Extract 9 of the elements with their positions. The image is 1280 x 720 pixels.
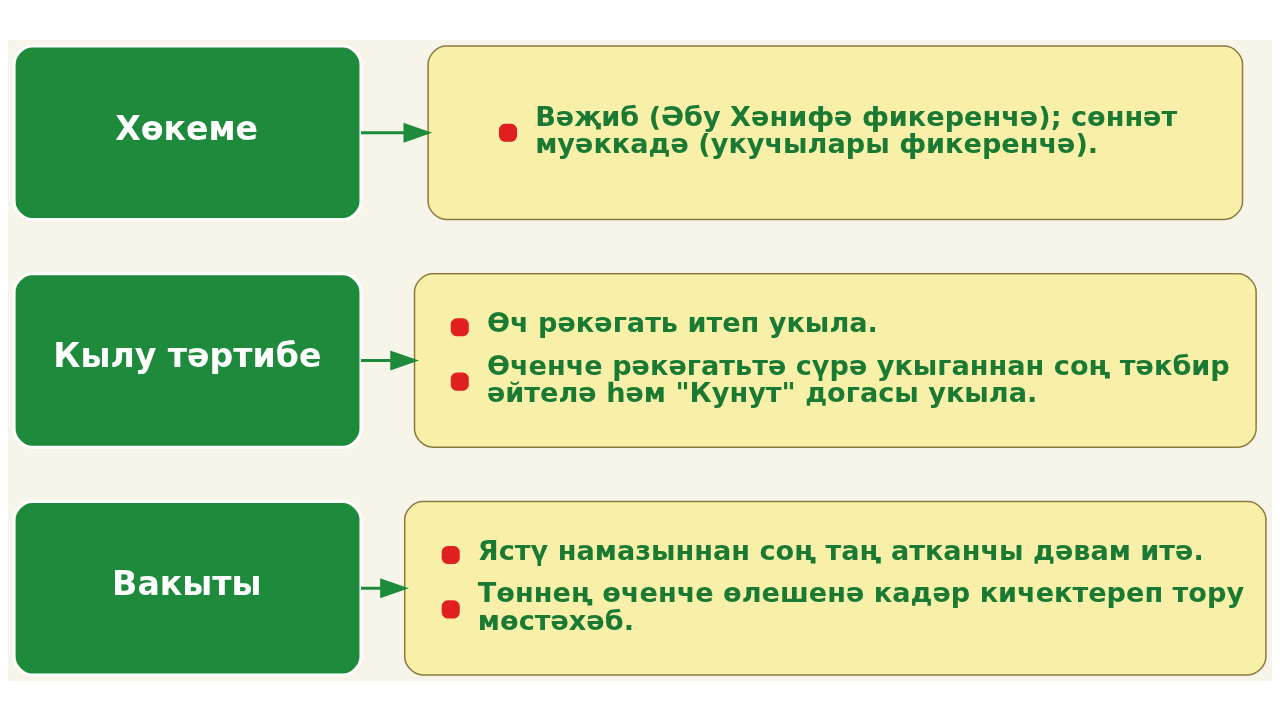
node-box: Ястү намазыннан соң таң атканчы дәвам итә. Төннең өченче өлешенә кадәр кичектереп тору мөстәхәб. <box>403 500 1267 676</box>
node-box: Кылу тәртибе <box>12 271 363 449</box>
node-box: Вәҗиб (Әбу Хәнифә фикеренчә); сөннәт муәккадә (укучылары фикеренчә). <box>427 44 1244 220</box>
arrow <box>361 577 409 598</box>
node-box: Хөкеме <box>12 44 363 221</box>
arrow <box>361 349 419 371</box>
node-box: Өч рәкәгать итеп укыла. Өченче рәкәгатьтә сүрә укыганнан соң тәкбир әйтелә һәм "Кунут" догасы укыла. <box>413 272 1257 448</box>
arrow <box>361 122 433 143</box>
node-box: Вакыты <box>12 499 363 676</box>
